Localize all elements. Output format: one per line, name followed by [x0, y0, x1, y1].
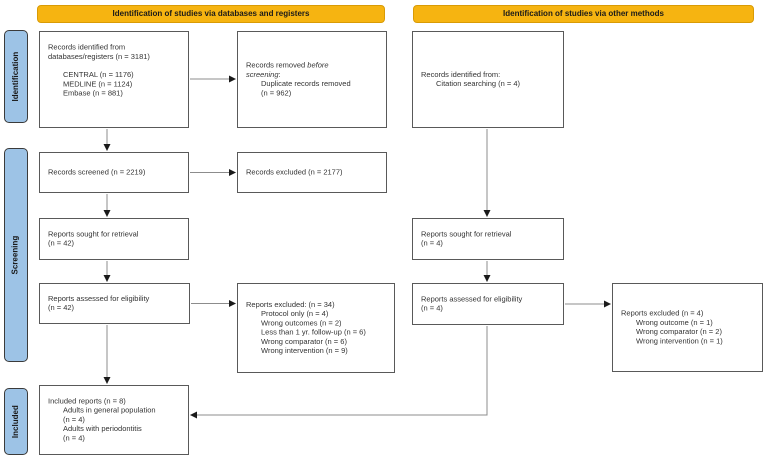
spacer — [48, 62, 183, 71]
list-item: (n = 962) — [261, 88, 292, 98]
phase-label-identification-text: Identification — [11, 51, 20, 102]
list-item: MEDLINE (n = 1124) — [63, 79, 133, 89]
box-records-screened: Records screened (n = 2219) — [39, 152, 189, 193]
box-text: (n = 42) — [48, 239, 75, 248]
list-item: Protocol only (n = 4) — [261, 309, 329, 319]
arrow-other-assessed-to-included — [190, 326, 488, 419]
box-text: Reports sought for retrieval — [48, 229, 139, 239]
banner-databases-registers: Identification of studies via databases … — [37, 5, 385, 23]
box-records-removed-before-screening: Records removed before screening: Duplic… — [237, 31, 387, 128]
box-text: Reports assessed for eligibility — [421, 294, 523, 304]
box-records-identified-other: Records identified from: Citation search… — [412, 31, 564, 128]
phase-label-screening-text: Screening — [11, 235, 20, 275]
box-reports-assessed-databases: Reports assessed for eligibility (n = 42… — [39, 283, 190, 324]
box-reports-excluded-databases: Reports excluded: (n = 34) Protocol only… — [237, 283, 395, 373]
banner-other-methods: Identification of studies via other meth… — [413, 5, 754, 23]
list-item: Embase (n = 881) — [63, 89, 123, 98]
box-title: Included reports (n = 8) — [48, 396, 126, 406]
list-item: (n = 4) — [63, 433, 85, 443]
list-item: Adults in general population — [63, 406, 156, 415]
box-text: Reports assessed for eligibility — [48, 294, 150, 303]
box-text: Records identified from — [48, 43, 126, 52]
box-title: Reports excluded: (n = 34) — [246, 300, 335, 309]
list-item: Wrong outcome (n = 1) — [636, 318, 713, 327]
list-item: CENTRAL (n = 1176) — [63, 70, 134, 80]
box-text: (n = 4) — [421, 239, 443, 248]
list-item: Duplicate records removed — [261, 79, 351, 89]
list-item: Wrong comparator (n = 2) — [636, 327, 722, 337]
box-text: Reports sought for retrieval — [421, 229, 512, 239]
box-reports-assessed-other: Reports assessed for eligibility (n = 4) — [412, 283, 564, 325]
list-item: Adults with periodontitis — [63, 424, 142, 434]
phase-label-included: Included — [4, 388, 28, 455]
box-text: Records excluded (n = 2177) — [246, 167, 343, 177]
box-text: Records screened (n = 2219) — [48, 167, 146, 177]
box-text: (n = 42) — [48, 303, 75, 313]
box-title: Reports excluded (n = 4) — [621, 309, 704, 318]
box-text: (n = 4) — [421, 304, 443, 313]
phase-label-identification: Identification — [4, 30, 28, 123]
box-reports-sought-databases: Reports sought for retrieval (n = 42) — [39, 218, 189, 260]
list-item: Wrong intervention (n = 1) — [636, 336, 723, 346]
phase-label-screening: Screening — [4, 148, 28, 362]
box-text: Records removed before — [246, 61, 329, 70]
list-item: Wrong intervention (n = 9) — [261, 346, 348, 356]
list-item: Wrong outcomes (n = 2) — [261, 318, 342, 328]
box-text: screening: — [246, 70, 281, 79]
box-included-reports: Included reports (n = 8) Adults in gener… — [39, 385, 189, 455]
box-records-identified-databases: Records identified from databases/regist… — [39, 31, 189, 128]
phase-label-included-text: Included — [11, 405, 20, 438]
list-item: Wrong comparator (n = 6) — [261, 337, 347, 346]
box-text: Records identified from: — [421, 70, 501, 79]
list-item: Citation searching (n = 4) — [436, 79, 521, 89]
box-records-excluded: Records excluded (n = 2177) — [237, 152, 387, 193]
box-reports-excluded-other: Reports excluded (n = 4) Wrong outcome (… — [612, 283, 763, 372]
box-text: databases/registers (n = 3181) — [48, 52, 150, 61]
list-item: Less than 1 yr. follow-up (n = 6) — [261, 328, 366, 337]
list-item: (n = 4) — [63, 415, 85, 424]
box-reports-sought-other: Reports sought for retrieval (n = 4) — [412, 218, 564, 260]
